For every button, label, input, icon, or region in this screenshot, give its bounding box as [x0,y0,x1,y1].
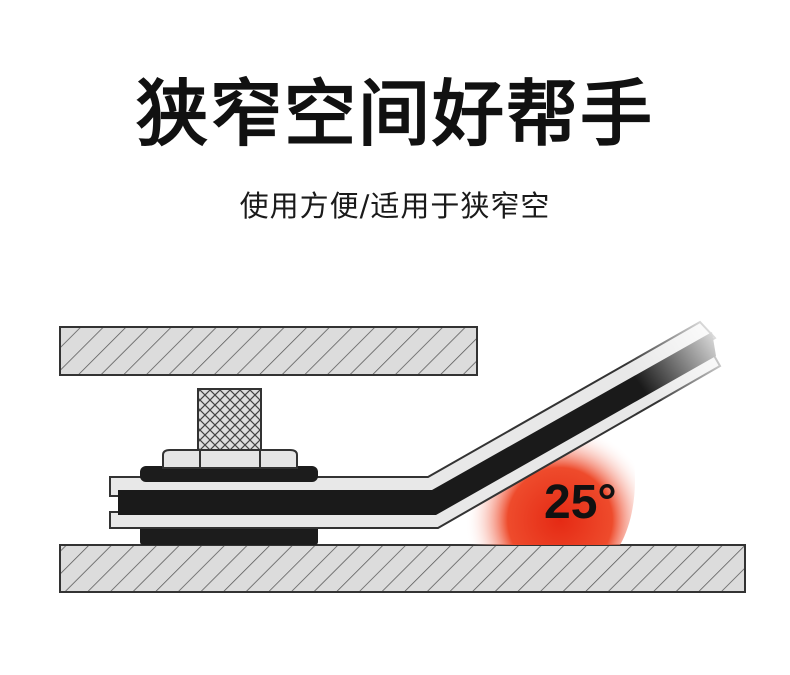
page-title: 狭窄空间好帮手 [135,72,654,156]
hex-nut [140,449,318,482]
angle-label: 25° [544,476,617,529]
upper-plate [59,326,478,376]
page-subtitle: 使用方便/适用于狭窄空 [239,189,551,223]
lower-plate [59,544,746,593]
bolt-shaft [197,388,262,452]
nut-bottom [140,526,318,545]
